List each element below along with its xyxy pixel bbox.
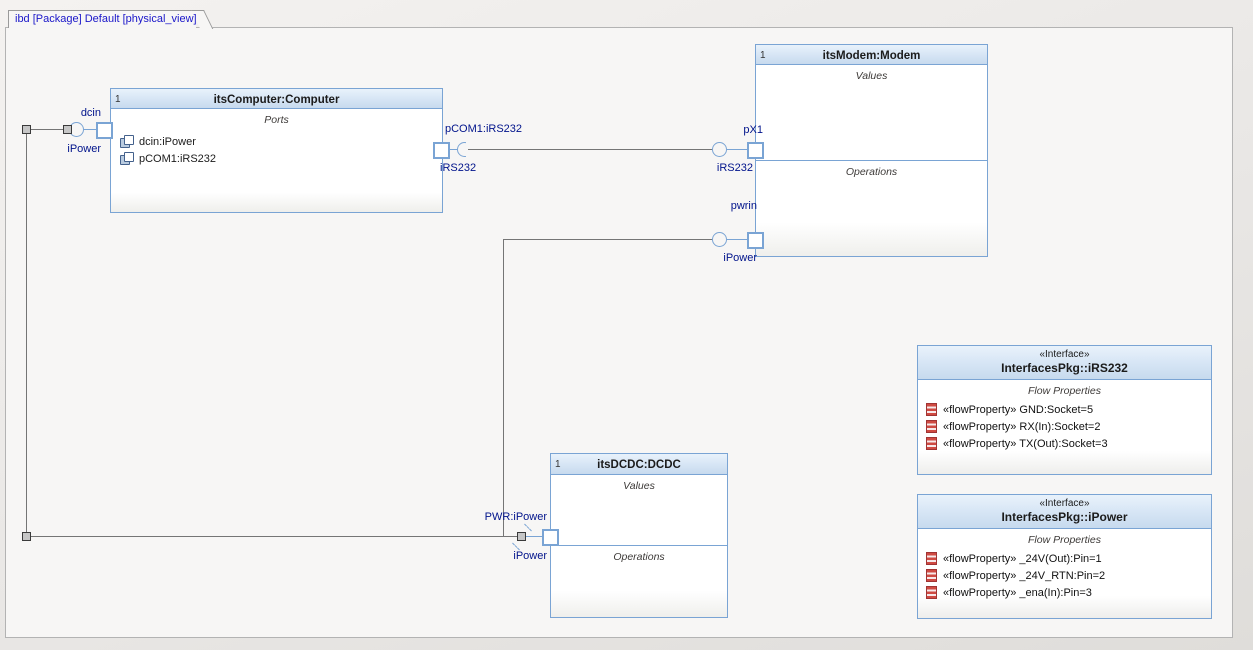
connector-handle[interactable] xyxy=(22,125,31,134)
flow-property-label: «flowProperty» _ena(In):Pin=3 xyxy=(943,586,1092,599)
port-label-dcin: dcin xyxy=(80,107,101,119)
block-title: itsComputer:Computer xyxy=(213,94,340,106)
interface-name: InterfacesPkg::iRS232 xyxy=(1001,361,1128,375)
port-pCOM1[interactable] xyxy=(433,142,450,159)
connector-stub-dcin[interactable] xyxy=(83,129,97,130)
flow-property-icon xyxy=(926,586,937,599)
port-PWR[interactable] xyxy=(542,529,559,546)
flow-property-row[interactable]: «flowProperty» _24V_RTN:Pin=2 xyxy=(918,567,1211,584)
connector-handle[interactable] xyxy=(22,532,31,541)
block-itsModem[interactable]: 1 itsModem:Modem Values Operations xyxy=(755,44,988,257)
connector-segment-pwrin-h[interactable] xyxy=(503,239,713,240)
block-title: itsModem:Modem xyxy=(822,50,921,62)
port-type-label-pwrin: iPower xyxy=(723,252,757,264)
flow-property-label: «flowProperty» _24V_RTN:Pin=2 xyxy=(943,569,1106,582)
flow-property-row[interactable]: «flowProperty» TX(Out):Socket=3 xyxy=(918,435,1211,452)
port-icon xyxy=(120,152,135,165)
port-label-pcom1: pCOM1:iRS232 xyxy=(445,123,523,135)
connector-stub-px1[interactable] xyxy=(727,149,747,150)
connector-stub-pcom1[interactable] xyxy=(450,149,458,150)
flow-property-row[interactable]: «flowProperty» GND:Socket=5 xyxy=(918,401,1211,418)
diagram-tab[interactable]: ibd [Package] Default [physical_view] xyxy=(8,10,214,29)
connector-handle[interactable] xyxy=(63,125,72,134)
port-label-pwrin: pwrin xyxy=(730,200,757,212)
port-pX1[interactable] xyxy=(747,142,764,159)
flow-property-row[interactable]: «flowProperty» _24V(Out):Pin=1 xyxy=(918,550,1211,567)
port-label-pwr: PWR:iPower xyxy=(484,511,547,523)
port-dcin[interactable] xyxy=(96,122,113,139)
compartment-label-operations: Operations xyxy=(613,551,665,563)
compartment-label-ports: Ports xyxy=(264,114,289,126)
block-title: itsDCDC:DCDC xyxy=(597,459,681,471)
ball-interface-pwrin[interactable] xyxy=(712,232,727,247)
port-list-item[interactable]: pCOM1:iRS232 xyxy=(111,150,442,167)
flow-property-icon xyxy=(926,569,937,582)
flow-property-row[interactable]: «flowProperty» RX(In):Socket=2 xyxy=(918,418,1211,435)
connector-handle[interactable] xyxy=(517,532,526,541)
port-type-label-px1: iRS232 xyxy=(716,162,753,174)
compartment-label-operations: Operations xyxy=(845,166,898,178)
ball-interface-px1[interactable] xyxy=(712,142,727,157)
multiplicity-badge: 1 xyxy=(760,50,766,61)
flow-property-label: «flowProperty» TX(Out):Socket=3 xyxy=(943,437,1108,450)
flow-property-label: «flowProperty» _24V(Out):Pin=1 xyxy=(943,552,1102,565)
interface-stereotype: «Interface» xyxy=(1039,349,1090,360)
port-icon xyxy=(120,135,135,148)
block-itsDCDC[interactable]: 1 itsDCDC:DCDC Values Operations xyxy=(550,453,728,618)
flow-property-icon xyxy=(926,403,937,416)
port-pwrin[interactable] xyxy=(747,232,764,249)
port-list-item-label: dcin:iPower xyxy=(139,135,196,148)
compartment-label-values: Values xyxy=(855,70,888,82)
connector-segment-bottom-h[interactable] xyxy=(26,536,518,537)
flow-property-label: «flowProperty» RX(In):Socket=2 xyxy=(943,420,1101,433)
socket-interface-pcom1[interactable] xyxy=(457,141,466,158)
connector-stub-pwrin[interactable] xyxy=(727,239,747,240)
interface-name: InterfacesPkg::iPower xyxy=(1001,510,1128,524)
flow-property-row[interactable]: «flowProperty» _ena(In):Pin=3 xyxy=(918,584,1211,601)
connector-stub-pwr[interactable] xyxy=(526,536,542,537)
flow-property-label: «flowProperty» GND:Socket=5 xyxy=(943,403,1094,416)
port-list-item[interactable]: dcin:iPower xyxy=(111,133,442,150)
interface-box-iPower[interactable]: «Interface» InterfacesPkg::iPower Flow P… xyxy=(917,494,1212,619)
connector-segment-rs232-h[interactable] xyxy=(468,149,713,150)
interface-box-iRS232[interactable]: «Interface» InterfacesPkg::iRS232 Flow P… xyxy=(917,345,1212,475)
connector-segment-pwr-v[interactable] xyxy=(503,239,504,537)
multiplicity-badge: 1 xyxy=(115,94,121,105)
compartment-label-flow-properties: Flow Properties xyxy=(1028,385,1101,397)
diagram-tab-label: ibd [Package] Default [physical_view] xyxy=(15,13,197,25)
connector-segment-left-v[interactable] xyxy=(26,129,27,537)
compartment-label-flow-properties: Flow Properties xyxy=(1028,534,1101,546)
port-type-label-dcin: iPower xyxy=(67,143,101,155)
block-itsComputer[interactable]: 1 itsComputer:Computer Ports dcin:iPower… xyxy=(110,88,443,213)
multiplicity-badge: 1 xyxy=(555,459,561,470)
flow-property-icon xyxy=(926,437,937,450)
diagram-tab-background xyxy=(8,10,196,28)
port-list-item-label: pCOM1:iRS232 xyxy=(139,152,217,165)
flow-property-icon xyxy=(926,420,937,433)
port-type-label-pcom1: iRS232 xyxy=(440,162,477,174)
connector-segment-dcin-h[interactable] xyxy=(26,129,68,130)
compartment-label-values: Values xyxy=(623,480,655,492)
interface-stereotype: «Interface» xyxy=(1039,498,1090,509)
flow-property-icon xyxy=(926,552,937,565)
port-type-label-pwr: iPower xyxy=(513,550,547,562)
port-label-px1: pX1 xyxy=(743,124,763,136)
